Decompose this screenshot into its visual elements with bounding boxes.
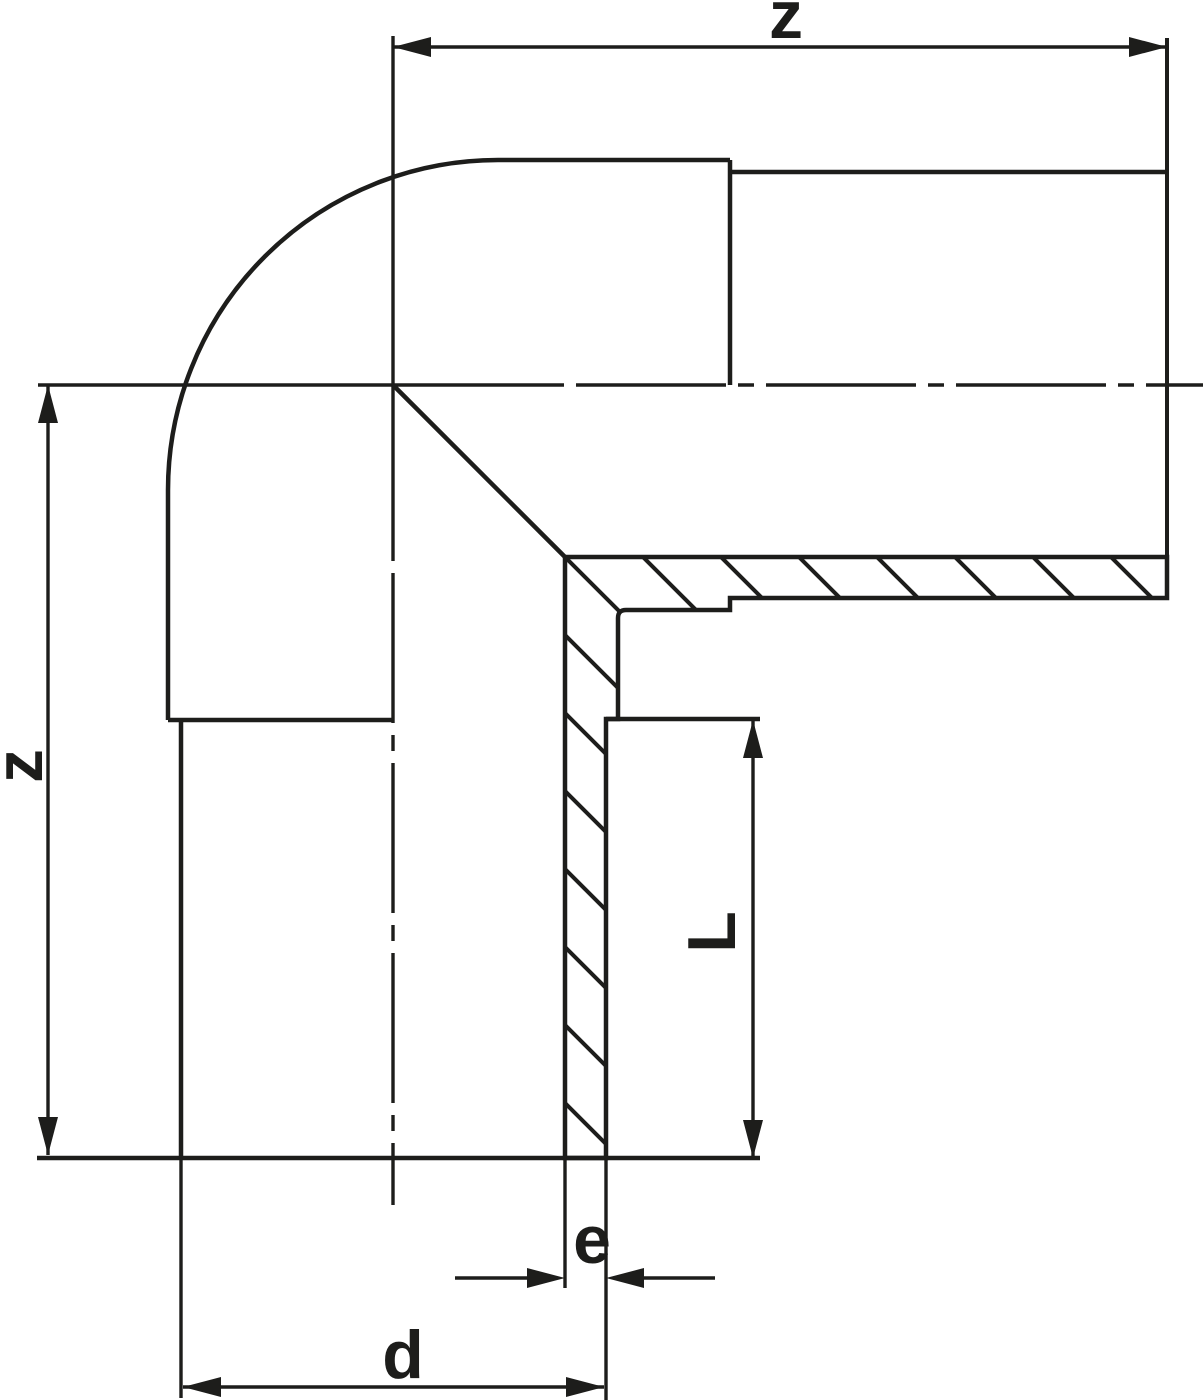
dim-label-insertion-length: L (674, 911, 750, 953)
extension-lines (179, 1158, 608, 1400)
dim-label-z-top: z (769, 0, 803, 53)
dimension-lines (46, 45, 1167, 1389)
dim-label-z-left: z (0, 749, 57, 783)
centerlines (38, 36, 1203, 1205)
dim-label-outer-diameter: d (382, 1317, 424, 1393)
sectioned-wall-hatching (562, 554, 1170, 1161)
dim-label-wall-thickness: e (573, 1202, 611, 1278)
fitting-outline (37, 38, 1169, 1161)
dimension-arrowheads (38, 37, 1167, 1397)
